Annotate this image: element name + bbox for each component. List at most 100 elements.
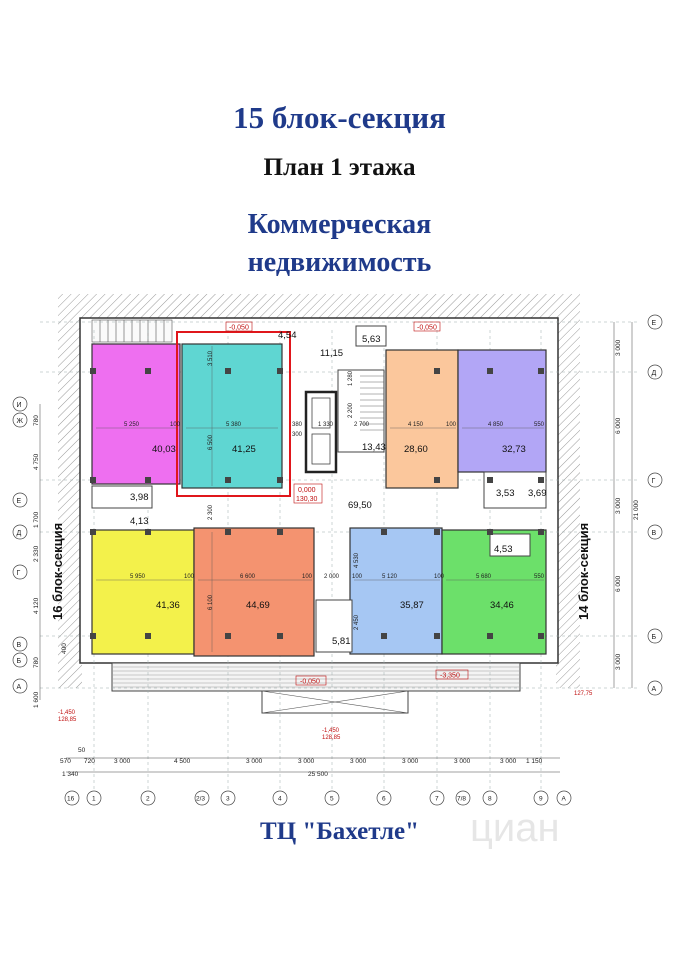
ldim-3: 2 330 (33, 545, 40, 562)
dim-5680: 5 680 (476, 574, 492, 580)
dim-100f: 100 (434, 574, 445, 580)
bdim-0: 50 (78, 747, 86, 754)
label-block-14: 14 блок-секция (576, 523, 591, 620)
terrace-strip (111, 662, 521, 692)
ldim-4: 4 120 (33, 597, 40, 614)
col-axis-3: 2/3 (196, 796, 205, 803)
rdim-3: 6 000 (615, 575, 622, 592)
mall-name: ТЦ "Бахетле" (260, 818, 419, 845)
dim-2200: 2 200 (348, 402, 354, 418)
axis-left-4: Г (17, 570, 21, 577)
stair-core (337, 369, 385, 453)
stair-core-steps (360, 375, 384, 431)
level-box-3 (293, 483, 323, 504)
area-green: 34,46 (490, 600, 514, 611)
dim-2450: 2 450 (354, 614, 360, 630)
floor-title: План 1 этажа (263, 154, 416, 181)
level-7b: 128,85 (322, 735, 341, 741)
axis-left-3: Д (17, 530, 22, 537)
level-6: 127,75 (574, 691, 593, 697)
rdim-2: 3 000 (615, 497, 622, 514)
rdim-4: 3 000 (615, 653, 622, 670)
level-box-5 (435, 669, 469, 680)
level-1: -0,050 (229, 325, 249, 332)
room-magenta[interactable] (91, 343, 181, 485)
area-s1: 11,15 (320, 348, 343, 359)
dim-1280: 1 280 (348, 370, 354, 386)
dim-4150: 4 150 (408, 422, 424, 428)
bdim-10: 3 000 (500, 758, 517, 765)
area-blue: 35,87 (400, 600, 424, 611)
room-peach[interactable] (385, 349, 459, 489)
room-blue[interactable] (349, 527, 443, 655)
area-hall: 69,50 (348, 500, 372, 511)
watermark: циан (470, 806, 560, 850)
ldim-5: 400 (61, 643, 68, 654)
bdim-5: 3 000 (246, 758, 263, 765)
ramp-cross-2 (261, 690, 409, 714)
axis-right-5: А (652, 686, 657, 693)
dim-100d: 100 (302, 574, 313, 580)
level-8: -1,450 (58, 710, 76, 716)
area-s8: 4,53 (494, 544, 513, 555)
level-7: -1,450 (322, 728, 340, 734)
right-axis-bubbles: Е Д Г В Б А (647, 314, 663, 696)
bdim-8: 3 000 (402, 758, 419, 765)
structural-columns (90, 368, 544, 639)
bdim-11: 1 150 (526, 758, 543, 765)
right-dimension-chain (613, 322, 633, 688)
col-axis-7: 6 (382, 796, 386, 803)
level-8b: 128,85 (58, 717, 77, 723)
level-5: -3,350 (440, 673, 460, 680)
col-axis-2: 2 (146, 796, 150, 803)
area-peach: 28,60 (404, 444, 428, 455)
ldim-1: 4 750 (33, 453, 40, 470)
bdim-2: 720 (84, 758, 95, 765)
ldim-7: 1 600 (33, 691, 40, 708)
label-block-16: 16 блок-секция (50, 523, 65, 620)
purpose-text: Коммерческая недвижимость (247, 209, 432, 278)
dim-3510: 3 510 (208, 350, 214, 366)
dim-100b: 100 (446, 422, 457, 428)
ldim-0: 780 (33, 415, 40, 426)
section-title: 15 блок-секция (233, 100, 446, 135)
interior-dimension-lines (96, 346, 544, 652)
restroom-left (91, 485, 153, 509)
area-lavender: 32,73 (502, 444, 526, 455)
col-axis-4: 3 (226, 796, 230, 803)
outer-hatch-right (556, 318, 580, 688)
area-s9: 5,81 (332, 636, 351, 647)
area-s4: 3,98 (130, 492, 149, 503)
col-axis-6: 5 (330, 796, 334, 803)
elevator-inner-1 (311, 397, 331, 429)
dim-4530: 4 530 (354, 552, 360, 568)
area-cyan: 41,25 (232, 444, 256, 455)
level-box-1 (225, 321, 253, 332)
axis-right-3: В (652, 530, 657, 537)
dim-300: 300 (292, 432, 303, 438)
bdim-total: 25 500 (308, 771, 328, 778)
ldim-6: 780 (33, 657, 40, 668)
room-cyan[interactable] (181, 343, 283, 489)
room-yellow[interactable] (91, 529, 195, 655)
dim-2300: 2 300 (208, 504, 214, 520)
dim-5950: 5 950 (130, 574, 146, 580)
bdim-total-left: 1 340 (62, 771, 79, 778)
axis-left-6: Б (17, 658, 22, 665)
col-axis-9: 7/8 (457, 796, 466, 803)
level-3: 0,000 (298, 487, 316, 494)
area-s2: 5,63 (362, 334, 381, 345)
area-s5: 4,13 (130, 516, 149, 527)
dim-100c: 100 (184, 574, 195, 580)
outer-hatch-left (58, 318, 82, 688)
axis-right-1: Д (652, 370, 657, 377)
room-orange[interactable] (193, 527, 315, 657)
col-axis-10: 8 (488, 796, 492, 803)
room-lavender[interactable] (457, 349, 547, 473)
area-s7: 3,69 (528, 488, 547, 499)
axis-left-0: И (17, 402, 22, 409)
axis-left-7: А (17, 684, 22, 691)
level-2: -0,050 (417, 325, 437, 332)
axis-left-1: Ж (17, 418, 24, 425)
